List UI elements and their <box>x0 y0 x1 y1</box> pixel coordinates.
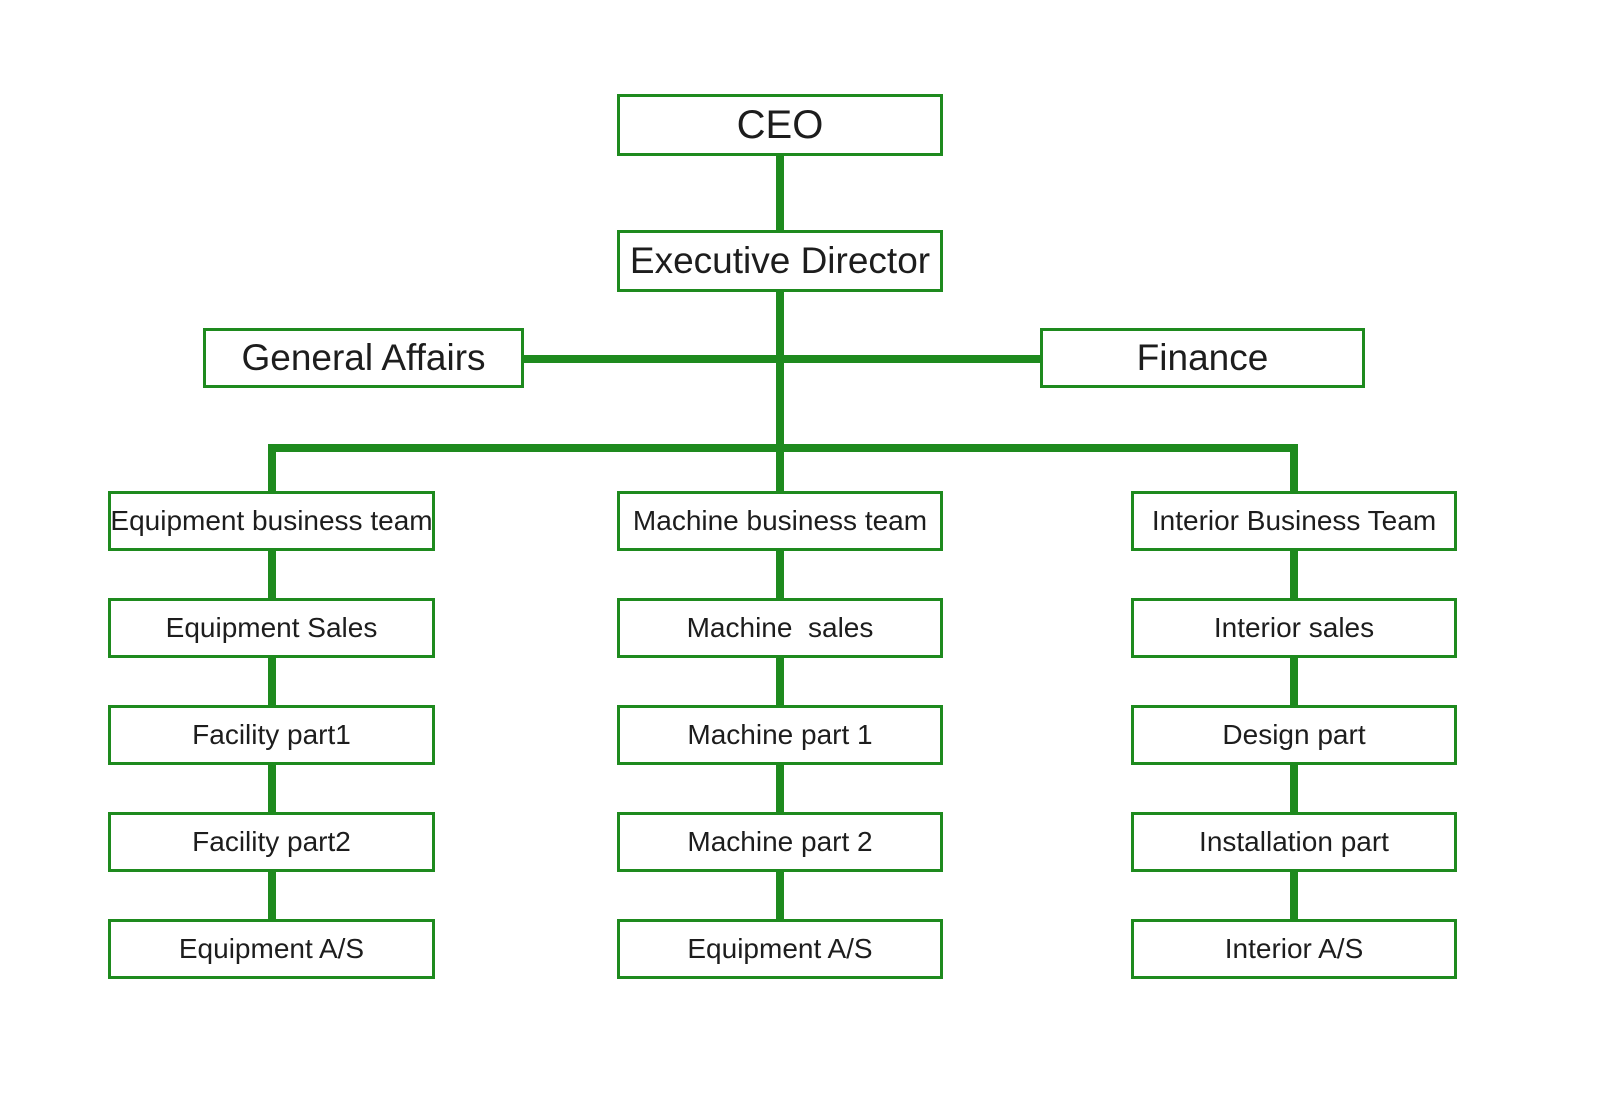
connector-col1-4 <box>268 872 276 919</box>
node-machine-business-team: Machine business team <box>617 491 943 551</box>
node-interior-business-team: Interior Business Team <box>1131 491 1457 551</box>
connector-col1-3 <box>268 765 276 812</box>
connector-col1-2 <box>268 658 276 705</box>
node-interior-sales: Interior sales <box>1131 598 1457 658</box>
node-equipment-as-col1: Equipment A/S <box>108 919 435 979</box>
connector-col3-4 <box>1290 872 1298 919</box>
node-interior-as: Interior A/S <box>1131 919 1457 979</box>
node-machine-sales: Machine sales <box>617 598 943 658</box>
connector-col2-4 <box>776 872 784 919</box>
node-general-affairs: General Affairs <box>203 328 524 388</box>
node-executive-director: Executive Director <box>617 230 943 292</box>
node-equipment-business-team: Equipment business team <box>108 491 435 551</box>
connector-bus-to-equipment-team <box>268 444 276 499</box>
node-facility-part2: Facility part2 <box>108 812 435 872</box>
connector-col2-3 <box>776 765 784 812</box>
connector-bus-to-interior-team <box>1290 444 1298 499</box>
connector-col2-1 <box>776 551 784 598</box>
connector-bus-horizontal <box>268 444 1298 452</box>
node-facility-part1: Facility part1 <box>108 705 435 765</box>
connector-col3-2 <box>1290 658 1298 705</box>
connector-ceo-exec <box>776 156 784 230</box>
connector-col3-3 <box>1290 765 1298 812</box>
connector-col2-2 <box>776 658 784 705</box>
node-ceo: CEO <box>617 94 943 156</box>
node-equipment-as-col2: Equipment A/S <box>617 919 943 979</box>
connector-col3-1 <box>1290 551 1298 598</box>
node-finance: Finance <box>1040 328 1365 388</box>
node-design-part: Design part <box>1131 705 1457 765</box>
connector-generalaffairs-finance <box>524 355 1040 363</box>
connector-exec-trunk <box>776 292 784 499</box>
node-machine-part-1: Machine part 1 <box>617 705 943 765</box>
node-installation-part: Installation part <box>1131 812 1457 872</box>
connector-col1-1 <box>268 551 276 598</box>
node-machine-part-2: Machine part 2 <box>617 812 943 872</box>
node-equipment-sales: Equipment Sales <box>108 598 435 658</box>
